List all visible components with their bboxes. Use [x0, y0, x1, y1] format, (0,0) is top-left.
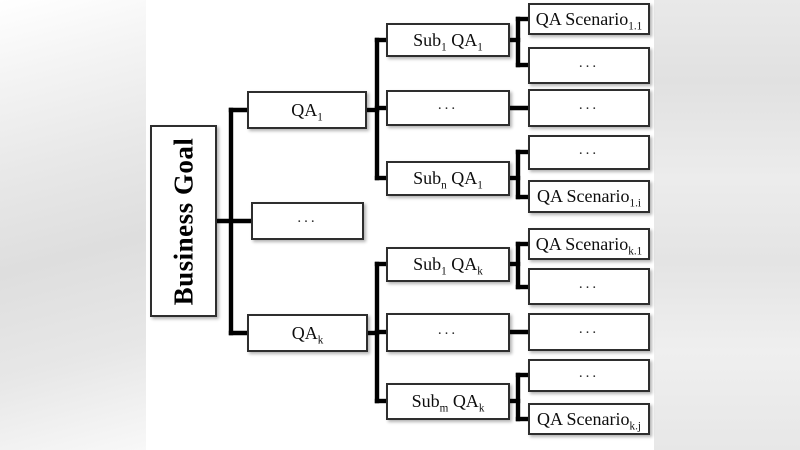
- label-subscript-2: k: [477, 265, 483, 278]
- label-subscript: k.j: [629, 420, 641, 433]
- label-text: QA: [291, 322, 318, 343]
- label-subscript-2: k: [478, 402, 485, 415]
- node-scenario-ellipsis-6: ...: [528, 359, 650, 392]
- label-text-2: QA: [446, 168, 478, 188]
- label-text: QA Scenario: [537, 408, 630, 429]
- node-subn-qa1: Subn QA1: [386, 161, 510, 196]
- label-subscript: m: [439, 402, 449, 415]
- node-sub-ellipsis-2: ...: [386, 313, 510, 352]
- node-label: ...: [578, 97, 600, 113]
- node-label: ...: [578, 364, 600, 381]
- label-subscript: 1.i: [629, 197, 641, 210]
- node-label: ...: [437, 321, 459, 338]
- label-subscript: 1: [317, 111, 323, 124]
- label-subscript-2: 1: [477, 41, 483, 54]
- node-label: QA Scenario1.1: [535, 8, 643, 33]
- label-subscript: k.1: [628, 245, 643, 258]
- label-text: QA Scenario: [535, 8, 629, 29]
- node-label: QA1: [291, 99, 323, 124]
- label-subscript-2: 1: [477, 179, 483, 192]
- node-subm-qak: Subm QAk: [386, 383, 510, 420]
- label-subscript: 1.1: [628, 20, 643, 33]
- background-right-gradient: [654, 0, 800, 450]
- label-text: QA Scenario: [537, 186, 630, 206]
- node-qa-ellipsis: ...: [251, 202, 364, 240]
- node-label: Business Goal: [168, 137, 198, 305]
- background-left-gradient: [0, 0, 146, 450]
- node-label: Subn QA1: [413, 168, 483, 192]
- node-scenario-k-j: QA Scenariok.j: [528, 403, 650, 435]
- label-text: Sub: [411, 391, 440, 411]
- node-label: ...: [297, 210, 318, 226]
- node-sub1-qak: Sub1 QAk: [386, 247, 510, 282]
- node-label: QA Scenario1.i: [537, 186, 641, 210]
- node-scenario-1-1: QA Scenario1.1: [528, 3, 650, 35]
- label-text: Sub: [413, 29, 442, 50]
- node-scenario-1-i: QA Scenario1.i: [528, 180, 650, 213]
- node-label: QA Scenariok.1: [535, 233, 643, 258]
- node-label: QAk: [291, 322, 324, 347]
- node-label: ...: [578, 141, 600, 158]
- node-scenario-k-1: QA Scenariok.1: [528, 228, 650, 260]
- label-subscript: n: [441, 179, 447, 192]
- node-sub-ellipsis-1: ...: [386, 90, 510, 126]
- node-label: ...: [578, 54, 600, 71]
- node-scenario-ellipsis-5: ...: [528, 313, 650, 351]
- node-qa-1: QA1: [247, 91, 367, 129]
- node-business-goal: Business Goal: [150, 125, 217, 317]
- node-label: ...: [437, 97, 459, 113]
- label-text: QA: [291, 99, 318, 120]
- label-subscript: 1: [441, 41, 447, 54]
- label-text: QA Scenario: [535, 233, 629, 254]
- node-label: ...: [578, 321, 600, 337]
- node-label: Subm QAk: [411, 391, 485, 415]
- node-scenario-ellipsis-1: ...: [528, 47, 650, 84]
- node-scenario-ellipsis-3: ...: [528, 135, 650, 170]
- label-subscript: k: [317, 334, 324, 347]
- node-scenario-ellipsis-4: ...: [528, 268, 650, 305]
- label-text-2: QA: [446, 29, 478, 50]
- label-text: Sub: [413, 168, 442, 188]
- node-qa-k: QAk: [247, 314, 368, 352]
- node-label: Sub1 QA1: [413, 29, 483, 54]
- label-subscript: 1: [441, 265, 447, 278]
- node-sub1-qa1: Sub1 QA1: [386, 23, 510, 57]
- node-label: Sub1 QAk: [413, 254, 483, 278]
- node-label: ...: [578, 275, 600, 292]
- label-text-2: QA: [446, 254, 478, 274]
- node-scenario-ellipsis-2: ...: [528, 89, 650, 127]
- node-label: QA Scenariok.j: [537, 408, 641, 433]
- label-text: Sub: [413, 254, 442, 274]
- label-text-2: QA: [448, 391, 479, 411]
